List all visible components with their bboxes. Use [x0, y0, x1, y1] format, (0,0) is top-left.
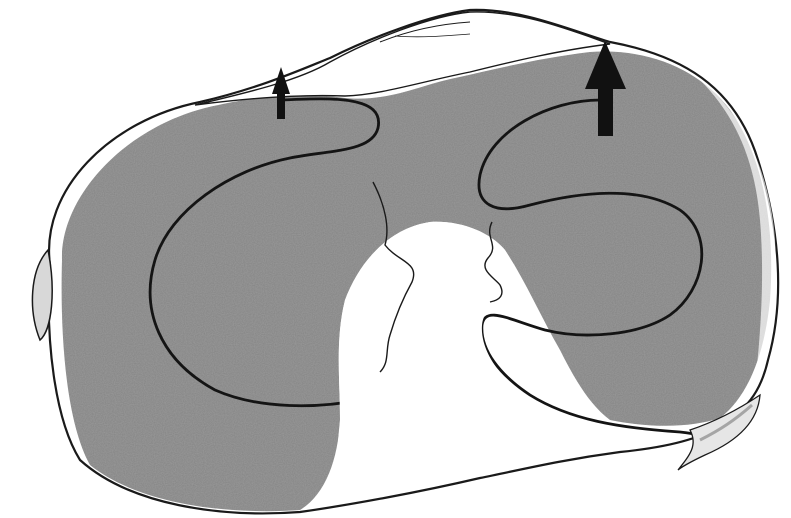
diagram-canvas: [0, 0, 791, 518]
knee-plateau-diagram: [0, 0, 791, 518]
